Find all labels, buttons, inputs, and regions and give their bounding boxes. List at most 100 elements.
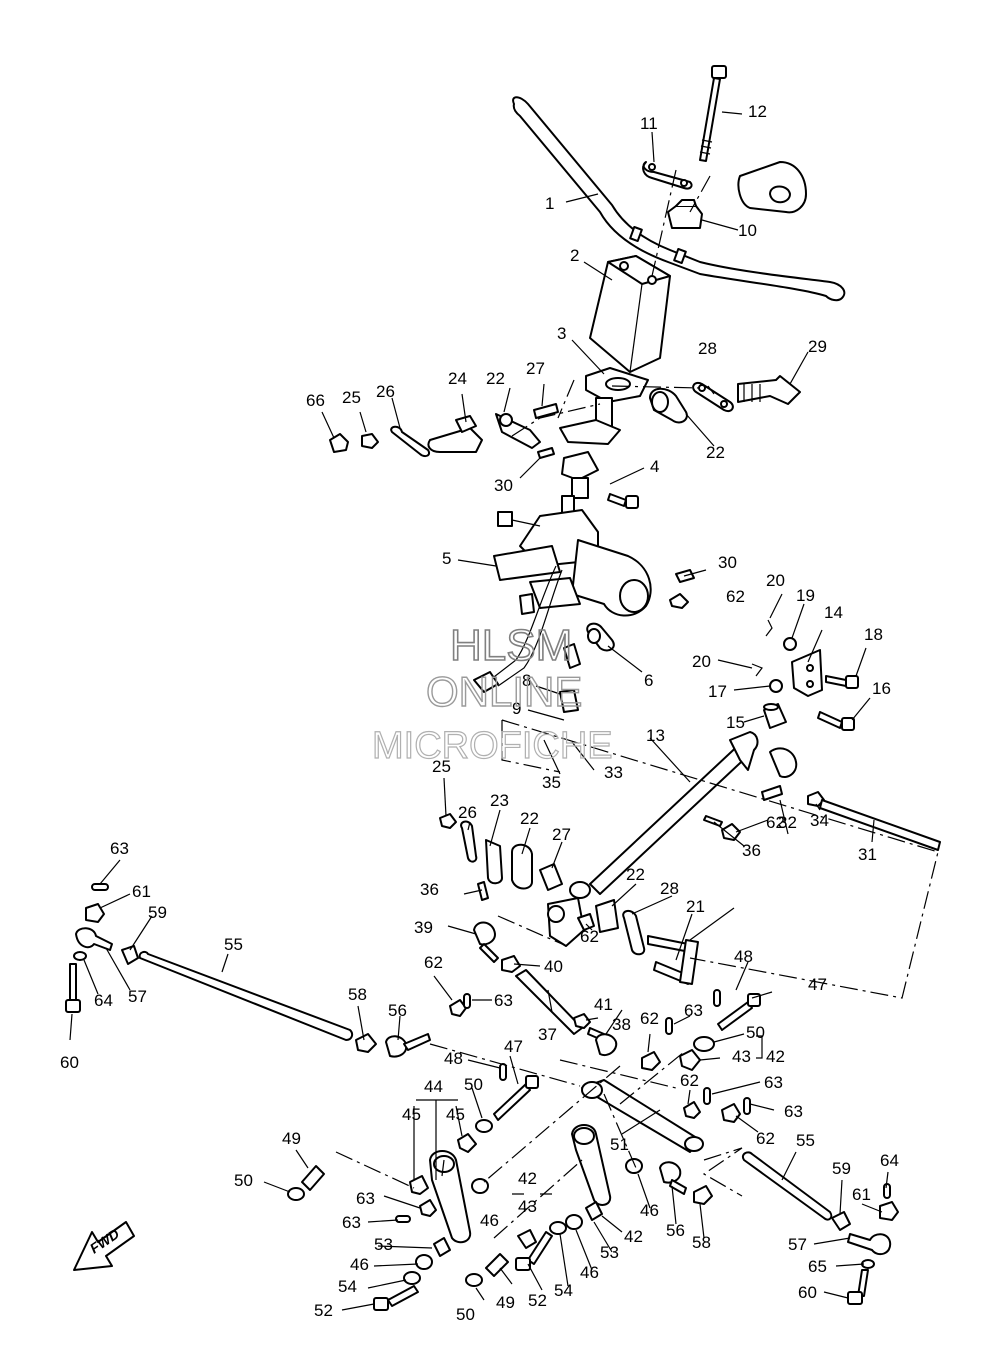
rod-end-32-part [761, 747, 798, 801]
nut-61-left-part [85, 903, 105, 923]
callout-64-left: 64 [94, 991, 113, 1010]
callout-60-left: 60 [60, 1053, 79, 1072]
callout-1: 1 [545, 194, 554, 213]
callout-22-a: 22 [486, 369, 505, 388]
callout-5: 5 [442, 549, 451, 568]
bushing-53-left-part [433, 1237, 451, 1257]
tie-rod-end-57-right-part [847, 1233, 892, 1256]
rod-end-39-part [473, 921, 499, 963]
callout-25-mid: 25 [432, 757, 451, 776]
callout-45-left: 45 [402, 1105, 421, 1124]
callout-63-c: 63 [684, 1001, 703, 1020]
arm-22-upper-left-part [495, 413, 541, 449]
pin-63-f-part [743, 1097, 751, 1115]
pin-49-left-part [301, 1165, 325, 1191]
callout-44: 44 [424, 1077, 443, 1096]
callout-42-group: 42 [518, 1169, 537, 1188]
arm-22-right-part [595, 899, 619, 933]
callout-46-d: 46 [580, 1263, 599, 1282]
callout-56-right: 56 [666, 1221, 685, 1240]
callout-54-left: 54 [338, 1277, 357, 1296]
bushing-53-right-part [585, 1201, 603, 1221]
nut-59-right-part [831, 1211, 851, 1231]
bolt-52-right-part [515, 1231, 553, 1271]
watermark: HLSM ONLINE MICROFICHE [371, 620, 613, 767]
nut-58-left-part [355, 1033, 377, 1053]
pin-27-upper-part [533, 403, 559, 419]
callout-59-right: 59 [832, 1159, 851, 1178]
bolt-60-right-part [847, 1269, 869, 1305]
callout-62-d: 62 [424, 953, 443, 972]
tie-rod-55-right-part [742, 1151, 833, 1221]
callout-63-d: 63 [764, 1073, 783, 1092]
pin-63-c-part [463, 993, 471, 1009]
nut-59-left-part [121, 945, 139, 965]
callout-48-upper: 48 [734, 947, 753, 966]
callout-53-right: 53 [600, 1243, 619, 1262]
bushing-22-part [649, 387, 688, 424]
arm-22-lower-part [547, 897, 585, 947]
nut-62-lower-part [577, 913, 595, 931]
nut-62-d-part [641, 1051, 661, 1071]
arm-26-mid-part [460, 820, 478, 863]
nut-41-part [573, 1013, 591, 1029]
callout-62-b: 62 [766, 813, 785, 832]
callout-26-mid: 26 [458, 803, 477, 822]
pin-63-e-part [703, 1087, 711, 1105]
callout-28-upper: 28 [698, 339, 717, 358]
callout-9: 9 [512, 699, 521, 718]
callout-22-c: 22 [520, 809, 539, 828]
callout-61-right: 61 [852, 1185, 871, 1204]
pitman-arm-42-part [571, 1124, 612, 1206]
nut-62-g-part [419, 1199, 437, 1217]
clip-20-upper-part [765, 619, 773, 637]
bushing-45-upper-part [457, 1133, 477, 1153]
power-steering-unit-5-part [493, 495, 652, 617]
cable-part [473, 565, 563, 693]
callout-8: 8 [522, 671, 531, 690]
callout-56-left: 56 [388, 1001, 407, 1020]
callout-50-left: 50 [234, 1171, 253, 1190]
callout-36-lower: 36 [420, 880, 439, 899]
callout-55-right: 55 [796, 1131, 815, 1150]
nut-58-right-part [693, 1185, 713, 1205]
bolt-18-part [825, 675, 859, 689]
washer-19-part [783, 637, 797, 651]
arm-22-mid-part [511, 843, 533, 890]
rod-end-56-left-part [385, 1033, 431, 1058]
callout-55-left: 55 [224, 935, 243, 954]
washer-50-lower-part [465, 1273, 483, 1287]
tie-rod-55-left-part [138, 950, 354, 1041]
callout-64-right: 65 [808, 1257, 827, 1276]
bolt-47-lower-part [493, 1075, 539, 1121]
callout-30-right: 30 [718, 553, 737, 572]
joint-4-part [561, 451, 599, 499]
nut-62-c-part [449, 999, 467, 1017]
washer-17-part [769, 679, 783, 693]
tie-rod-end-57-left-part [75, 927, 113, 951]
pin-48-lower-part [499, 1063, 507, 1081]
callout-47-left: 47 [504, 1037, 523, 1056]
callout-49-left: 49 [282, 1129, 301, 1148]
arm-51-part [581, 1079, 704, 1153]
nut-61-right-part [879, 1201, 899, 1221]
callout-50-lower: 50 [456, 1305, 475, 1324]
callout-20-upper: 20 [766, 571, 785, 590]
callout-63-b: 63 [494, 991, 513, 1010]
plate-28-part [692, 382, 734, 412]
callout-58-left: 58 [348, 985, 367, 1004]
pin-63-right-part [883, 1183, 891, 1199]
callout-46-c: 46 [350, 1255, 369, 1274]
steering-column-3-part [559, 367, 649, 445]
bracket-21-part [647, 935, 699, 985]
callout-46-b: 46 [640, 1201, 659, 1220]
callout-40: 40 [544, 957, 563, 976]
callout-33: 33 [604, 763, 623, 782]
callout-62-c: 62 [580, 927, 599, 946]
washer-54-left-part [403, 1271, 421, 1285]
callout-43-right: 43 [732, 1047, 751, 1066]
callout-35: 35 [542, 773, 561, 792]
callout-31: 31 [858, 845, 877, 864]
callout-15: 15 [726, 713, 745, 732]
bushing-45-lower-part [409, 1175, 429, 1195]
